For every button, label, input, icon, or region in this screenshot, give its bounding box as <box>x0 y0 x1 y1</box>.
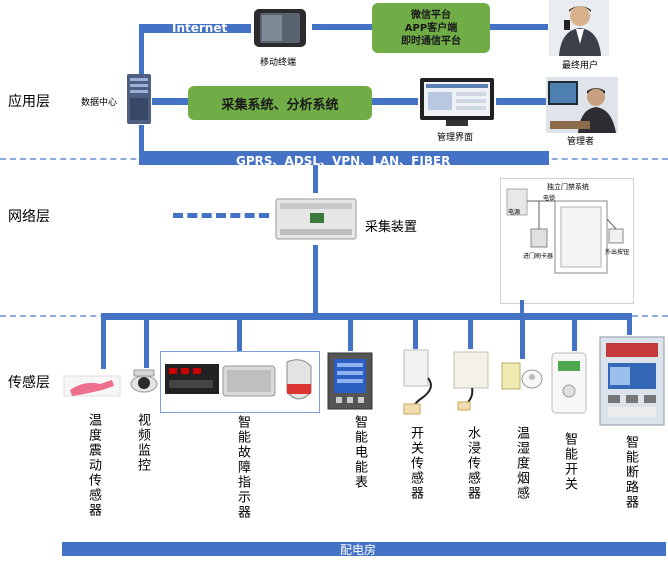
manager-image <box>546 77 618 133</box>
device-label-smart-meter: 智能电能表 <box>352 415 367 490</box>
manager-caption: 管理者 <box>567 137 595 147</box>
device-label-smart-breaker: 智能断路器 <box>623 435 638 510</box>
device-label-smart-switch: 智能开关 <box>562 432 577 492</box>
internet-bar <box>139 24 251 33</box>
humidity-smoke-sensor-image <box>500 359 544 393</box>
network-protocol-label: GPRS、ADSL、VPN、LAN、FIBER <box>236 154 451 168</box>
access-exit-label: 外出按钮 <box>605 249 630 256</box>
access-control-panel: 独立门禁系统 电源 电锁 进门刷卡器 外出按钮 <box>500 178 634 304</box>
device-label-video: 视频监控 <box>135 413 150 473</box>
device-label-temp-vibration: 温度震动传感器 <box>86 413 101 518</box>
internet-left-connector <box>139 24 144 74</box>
drop-video <box>144 313 149 368</box>
drop-fault <box>237 313 242 351</box>
drop-temp <box>101 313 106 369</box>
fault-indicator-group <box>160 351 320 413</box>
mobile-platform-connector <box>312 24 372 30</box>
platform-im: 即时通信平台 <box>401 35 461 47</box>
smart-switch-image <box>548 351 590 417</box>
collect-analysis-label: 采集系统、分析系统 <box>221 97 339 113</box>
management-ui-image <box>418 76 496 128</box>
management-ui-caption: 管理界面 <box>437 133 474 143</box>
sensing-bus-bar <box>101 313 631 320</box>
device-label-water-sensor: 水浸传感器 <box>465 426 480 501</box>
collect-ui-connector <box>372 98 418 105</box>
device-label-humidity-smoke: 温湿度烟感 <box>514 426 529 501</box>
end-user-image <box>549 0 609 56</box>
platform-user-connector <box>490 24 548 30</box>
collect-analysis-box: 采集系统、分析系统 <box>188 86 372 120</box>
network-dashed-link <box>173 213 269 218</box>
video-camera-image <box>128 366 160 394</box>
drop-switch-sensor <box>413 313 418 349</box>
smart-meter-image <box>326 351 374 411</box>
drop-meter <box>348 313 353 351</box>
collector-device-image <box>274 193 358 245</box>
drop-smart-switch <box>572 313 577 351</box>
device-label-fault-indicator: 智能故障指示器 <box>235 415 250 520</box>
platform-box: 微信平台 APP客户端 即时通信平台 <box>372 3 490 53</box>
network-protocol-bar <box>139 151 549 165</box>
access-power-label: 电源 <box>508 209 521 216</box>
access-lock-label: 电锁 <box>543 195 556 202</box>
temp-vibration-sensor-image <box>60 370 124 402</box>
access-control-connector <box>520 300 524 315</box>
mobile-terminal-caption: 移动终端 <box>260 58 297 68</box>
dc-collect-connector <box>152 98 188 105</box>
collector-down-connector <box>313 245 318 313</box>
distribution-room-bar <box>62 542 666 556</box>
application-layer-label: 应用层 <box>8 94 50 110</box>
device-label-switch-sensor: 开关传感器 <box>408 426 423 501</box>
collector-up-connector <box>313 165 318 193</box>
drop-smoke <box>520 313 525 359</box>
access-reader-label: 进门刷卡器 <box>523 253 554 260</box>
drop-breaker <box>627 313 632 335</box>
end-user-caption: 最终用户 <box>562 61 599 71</box>
ui-manager-connector <box>496 98 546 105</box>
data-center-caption: 数据中心 <box>81 98 118 108</box>
switch-sensor-image <box>400 348 436 418</box>
platform-app: APP客户端 <box>404 22 458 34</box>
drop-water <box>468 313 473 349</box>
sensing-layer-label: 传感层 <box>8 375 50 391</box>
access-control-title: 独立门禁系统 <box>547 183 589 191</box>
platform-wechat: 微信平台 <box>411 9 451 21</box>
smart-breaker-image <box>598 335 666 427</box>
data-center-server-image <box>124 72 154 126</box>
dc-down-connector <box>139 125 144 153</box>
internet-label: Internet <box>172 21 228 35</box>
network-layer-label: 网络层 <box>8 209 50 225</box>
water-sensor-image <box>450 348 492 414</box>
mobile-terminal-image <box>250 6 308 50</box>
distribution-room-label: 配电房 <box>340 543 377 557</box>
collector-caption: 采集装置 <box>365 220 418 235</box>
